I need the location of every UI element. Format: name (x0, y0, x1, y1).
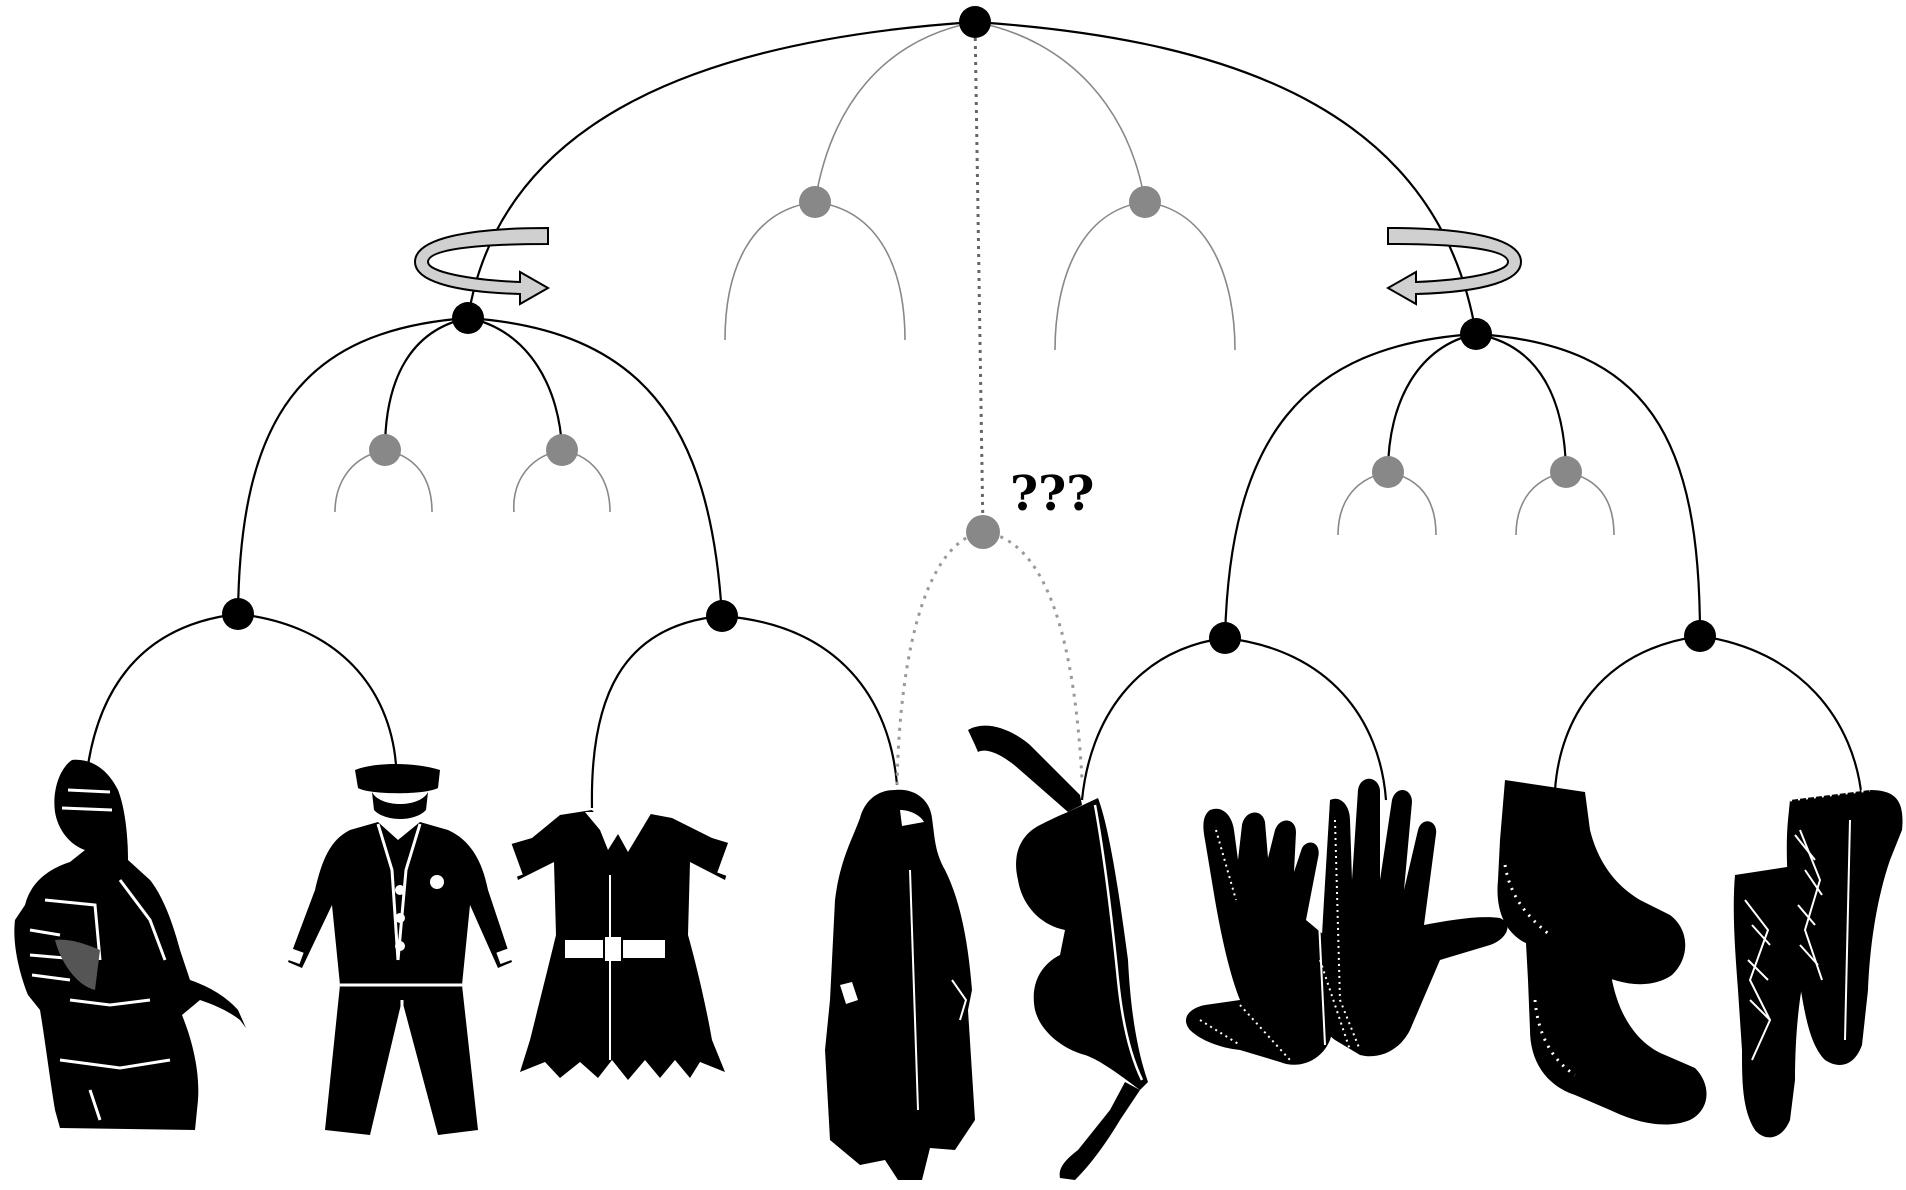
gloves-icon (1185, 778, 1508, 1065)
edge-d-socks (1553, 634, 1701, 791)
tree-nodes (222, 6, 1716, 654)
node-question (966, 515, 1000, 549)
edge-b-burqa (721, 614, 899, 786)
edge-l1-left-grey2 (467, 316, 564, 451)
edge-d-shoes (1699, 634, 1864, 801)
edge-grey-b-1 (1054, 201, 1146, 351)
node-grey-b (1129, 186, 1161, 218)
node-l2-c (1209, 622, 1241, 654)
edge-l1-right-grey1 (1386, 332, 1477, 473)
edge-root-question (973, 21, 985, 533)
edge-a-knight (86, 612, 239, 766)
edge-c-gloves1 (1080, 636, 1226, 801)
edge-root-grey-right (974, 21, 1146, 203)
edge-root-right (974, 20, 1478, 335)
tree-edges (86, 20, 1864, 809)
node-grey-a (799, 186, 831, 218)
node-grey-c (369, 434, 401, 466)
edge-b-dress (590, 614, 723, 809)
edge-q-glasses (982, 530, 1084, 781)
edge-l1-left-grey1 (383, 316, 469, 451)
edge-a-police (237, 612, 398, 766)
question-label: ??? (1010, 466, 1094, 522)
rotate-arrow-left (413, 226, 551, 306)
burqa-icon (825, 789, 975, 1180)
edge-root-left (466, 20, 976, 319)
edge-l1-left-to-b (467, 316, 724, 617)
node-grey-f (1550, 456, 1582, 488)
edge-root-grey-left (814, 21, 976, 203)
edge-grey-a-2 (814, 201, 906, 341)
socks-icon (1497, 780, 1707, 1125)
edge-l1-right-to-d (1475, 332, 1702, 637)
node-l2-a (222, 598, 254, 630)
node-l2-d (1684, 620, 1716, 652)
knight-armor-icon (14, 759, 247, 1130)
node-grey-d (546, 434, 578, 466)
rotate-arrow-right (1385, 226, 1523, 306)
node-l1-right (1460, 318, 1492, 350)
edge-l1-right-to-c (1223, 332, 1477, 639)
edge-grey-b-2 (1144, 201, 1236, 351)
dress-icon (496, 810, 744, 1080)
edge-grey-a-1 (724, 201, 816, 341)
edge-l1-right-grey2 (1475, 332, 1568, 473)
edge-l1-left-to-a (236, 316, 469, 615)
police-uniform-icon (286, 764, 514, 1135)
node-l1-left (452, 302, 484, 334)
node-grey-e (1372, 456, 1404, 488)
edge-q-burqa (895, 530, 984, 786)
edge-c-gloves2 (1224, 636, 1388, 801)
node-l2-b (706, 600, 738, 632)
shoes-icon (1733, 788, 1903, 1138)
node-root (959, 6, 991, 38)
sunglasses-icon (968, 725, 1148, 1180)
